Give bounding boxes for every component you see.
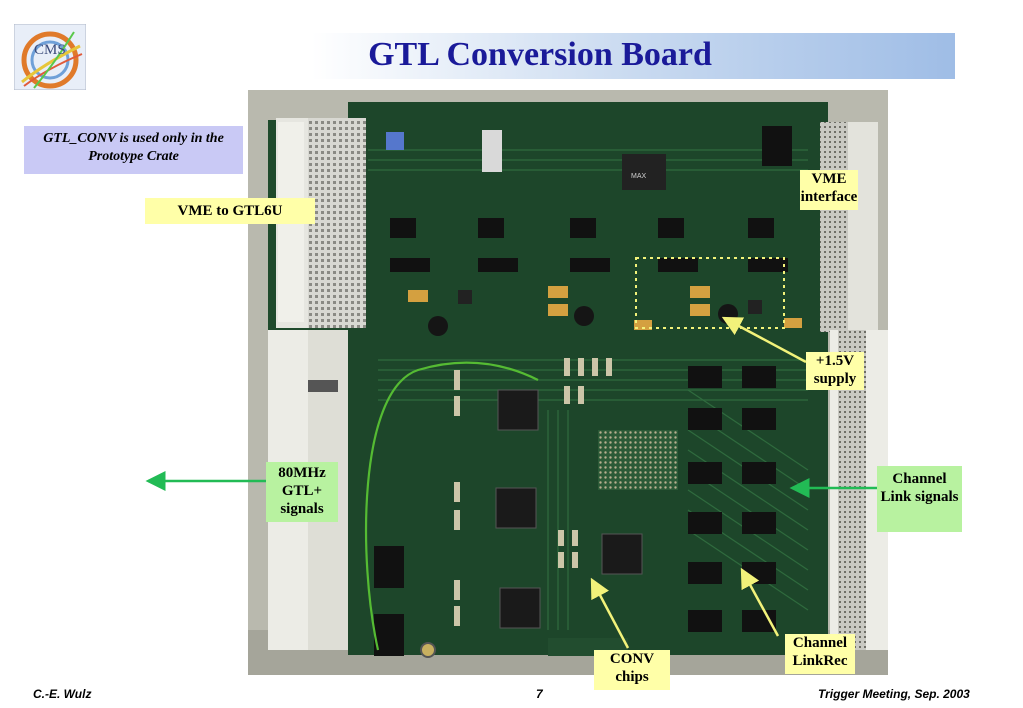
prototype-note: GTL_CONV is used only in the Prototype C… <box>24 126 243 174</box>
supply-highlight <box>635 257 785 329</box>
vme-to-gtl6u-label: VME to GTL6U <box>145 198 315 224</box>
footer-page-number: 7 <box>536 687 543 701</box>
title-band <box>240 33 955 79</box>
footer-event: Trigger Meeting, Sep. 2003 <box>818 687 970 701</box>
driver-chip <box>374 614 404 656</box>
cms-logo-text: CMS <box>34 42 66 58</box>
footer-author: C.-E. Wulz <box>33 687 92 701</box>
vme-chip-label: MAX <box>631 173 647 180</box>
supply-label: +1.5V supply <box>806 352 864 390</box>
channel-link-signals-label: Channel Link signals <box>877 466 962 532</box>
channel-linkrec-label: Channel LinkRec <box>785 634 855 674</box>
page-title: GTL Conversion Board <box>368 36 712 73</box>
cms-logo: CMS <box>14 24 86 90</box>
jumper-wire <box>364 361 539 651</box>
pcb-photo: MAX <box>248 90 888 675</box>
vme-interface-label: VME interface <box>800 170 858 210</box>
bga-footprint <box>598 430 678 490</box>
socket-row <box>390 218 788 272</box>
fpga-chips <box>495 389 643 629</box>
driver-chip <box>374 546 404 588</box>
gtl-signals-label: 80MHz GTL+ signals <box>266 462 338 522</box>
conv-chips-label: CONV chips <box>594 650 670 690</box>
